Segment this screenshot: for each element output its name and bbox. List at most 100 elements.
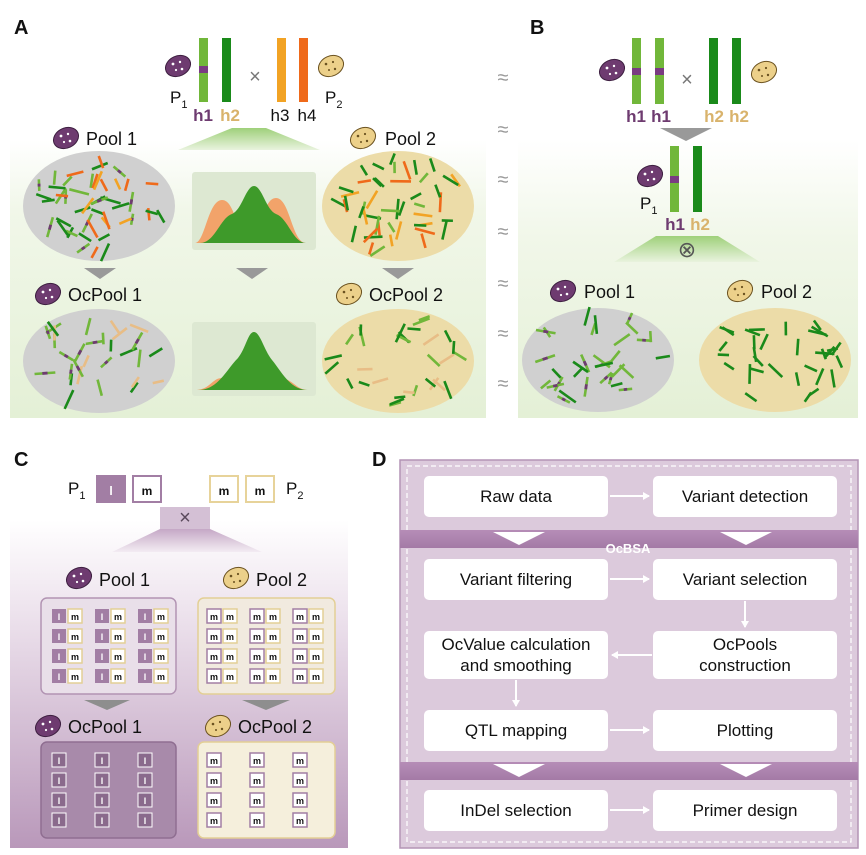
qtl-marker bbox=[117, 169, 122, 174]
haplotype-label: h2 bbox=[704, 107, 724, 126]
dna-fragment bbox=[443, 380, 453, 400]
allele-label: l bbox=[144, 816, 147, 826]
allele-label: m bbox=[296, 652, 304, 662]
dna-fragment bbox=[152, 379, 165, 385]
qtl-marker bbox=[582, 360, 588, 367]
dna-fragment bbox=[372, 162, 385, 171]
allele-box-m bbox=[245, 475, 275, 503]
parent1-label: P1 bbox=[170, 88, 187, 111]
dna-fragment bbox=[350, 225, 358, 243]
pool1-label: Pool 1 bbox=[86, 129, 137, 149]
dna-fragment bbox=[324, 361, 340, 375]
allele-label: l bbox=[101, 652, 104, 662]
dna-fragment bbox=[362, 227, 379, 244]
qtl-marker bbox=[603, 375, 609, 381]
allele-cell-m bbox=[292, 668, 308, 684]
dna-fragment bbox=[767, 362, 784, 379]
allele-cell-l bbox=[51, 812, 67, 828]
allele-cell-m bbox=[206, 812, 222, 828]
dna-fragment bbox=[418, 314, 431, 322]
approx-symbol: ≈ bbox=[498, 323, 509, 345]
allele-label: m bbox=[226, 652, 234, 662]
allele-label: m bbox=[253, 756, 261, 766]
allele-label: m bbox=[142, 484, 153, 498]
dna-fragment bbox=[118, 217, 133, 226]
allele-label: l bbox=[58, 756, 61, 766]
step-variant-filtering bbox=[424, 559, 608, 600]
dna-fragment bbox=[395, 221, 403, 240]
dna-fragment bbox=[55, 217, 72, 228]
dna-fragment bbox=[324, 354, 343, 361]
step-qtl-mapping bbox=[424, 710, 608, 751]
dna-fragment bbox=[748, 328, 765, 332]
step-label: InDel selection bbox=[460, 801, 572, 820]
qtl-marker bbox=[47, 224, 53, 231]
dna-fragment bbox=[389, 152, 396, 166]
allele-box-m bbox=[209, 475, 239, 503]
dna-fragment bbox=[830, 369, 836, 388]
allele-cell-m bbox=[308, 648, 324, 664]
pool2-fragments bbox=[717, 319, 844, 403]
allele-label: m bbox=[226, 672, 234, 682]
step-ocvalue-calculation bbox=[424, 631, 608, 679]
cross-symbol: × bbox=[179, 507, 191, 529]
allele-label: l bbox=[101, 612, 104, 622]
dna-fragment bbox=[744, 392, 758, 403]
allele-cell-m bbox=[308, 608, 324, 624]
down-arrow bbox=[84, 700, 130, 710]
dna-fragment bbox=[403, 390, 415, 395]
step-label: QTL mapping bbox=[465, 721, 567, 740]
allele-cell-l bbox=[52, 629, 66, 643]
dna-fragment bbox=[82, 354, 90, 368]
haplotype-label: h2 bbox=[690, 215, 710, 234]
funnel bbox=[614, 236, 760, 262]
allele-label: l bbox=[144, 672, 147, 682]
haplotype-h3-label: h3 bbox=[271, 106, 290, 125]
dna-fragment bbox=[365, 190, 379, 210]
dna-fragment bbox=[65, 229, 79, 238]
funnel bbox=[178, 128, 320, 150]
funnel bbox=[112, 529, 262, 552]
qtl-marker bbox=[92, 340, 98, 345]
dna-fragment bbox=[48, 185, 66, 190]
allele-cell-m bbox=[222, 648, 238, 664]
dna-fragment bbox=[359, 164, 369, 176]
dna-fragment bbox=[424, 377, 437, 388]
f1-parent-label: P1 bbox=[640, 194, 657, 217]
dna-fragment bbox=[74, 206, 91, 214]
dna-fragment bbox=[368, 242, 375, 255]
distribution-curve-green bbox=[198, 332, 308, 390]
allele-box-l bbox=[96, 475, 126, 503]
allele-label: m bbox=[210, 632, 218, 642]
qtl-marker bbox=[69, 369, 73, 374]
allele-cell-l bbox=[95, 649, 109, 663]
step-label: OcPools bbox=[713, 635, 777, 654]
allele-cell-m bbox=[206, 648, 222, 664]
dna-fragment bbox=[63, 389, 75, 410]
qtl-marker bbox=[584, 384, 588, 390]
allele-cell-l bbox=[138, 609, 152, 623]
dna-fragment bbox=[99, 243, 111, 262]
allele-label: m bbox=[210, 776, 218, 786]
ocpool2-label: OcPool 2 bbox=[238, 717, 312, 737]
dna-fragment bbox=[835, 355, 844, 369]
dna-fragment bbox=[422, 333, 440, 346]
allele-label: m bbox=[114, 632, 122, 642]
allele-cell-m bbox=[110, 648, 126, 664]
pool1-label: Pool 1 bbox=[99, 570, 150, 590]
panel-a: A P1 × P2 h1 h2 h3 h4 Pool 1 Pool 2 bbox=[10, 17, 486, 418]
allele-cell-l bbox=[94, 812, 110, 828]
allele-label: m bbox=[210, 816, 218, 826]
allele-cell-m bbox=[206, 668, 222, 684]
dna-fragment bbox=[340, 190, 360, 198]
dna-fragment bbox=[572, 366, 584, 378]
dna-fragment bbox=[91, 173, 99, 189]
dna-fragment bbox=[76, 365, 84, 385]
allele-cell-l bbox=[52, 609, 66, 623]
dna-fragment bbox=[99, 178, 109, 192]
allele-cell-m bbox=[265, 648, 281, 664]
parent2-label: P2 bbox=[286, 479, 303, 502]
allele-label: l bbox=[101, 796, 104, 806]
qtl-marker bbox=[542, 356, 549, 361]
